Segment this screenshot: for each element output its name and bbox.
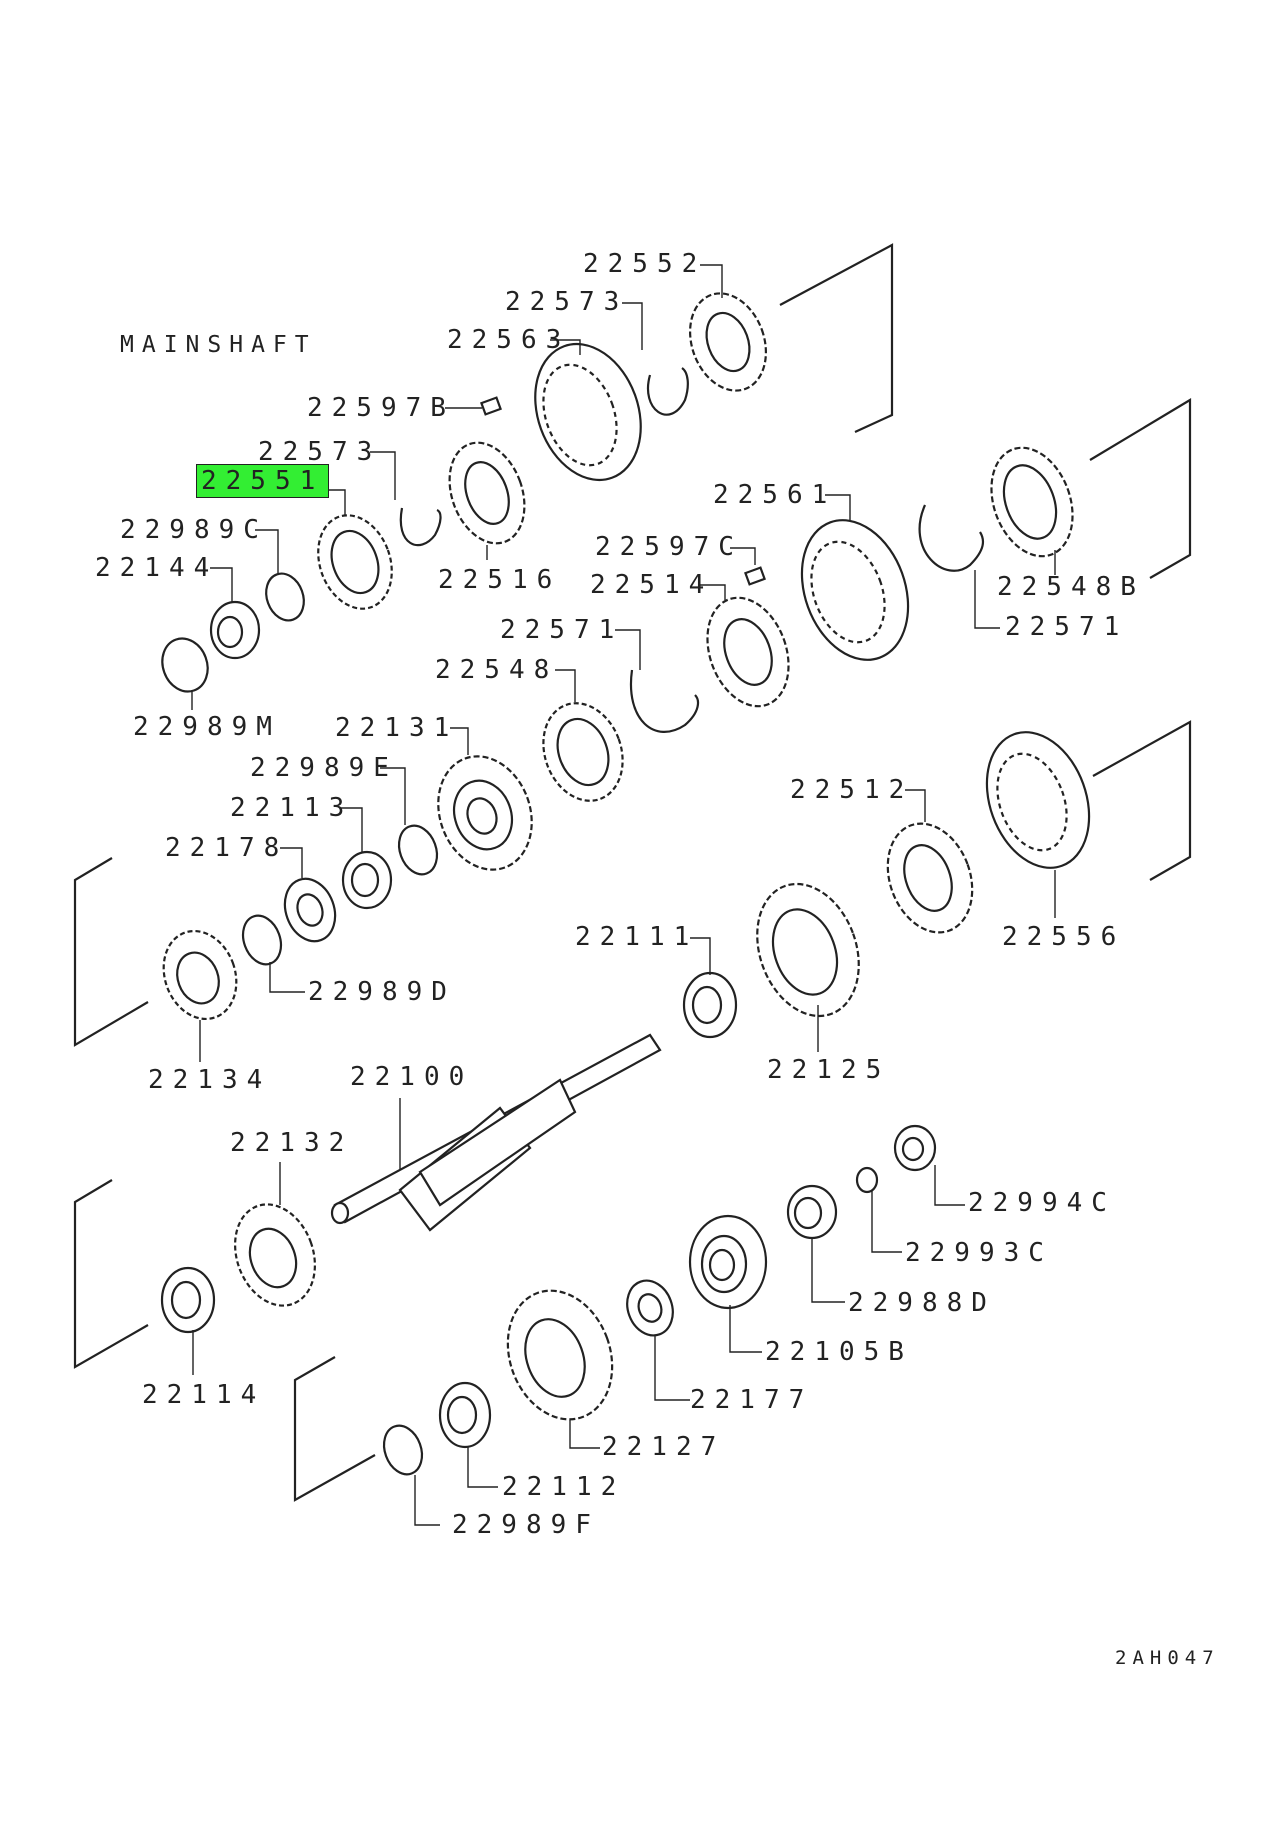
part-label-22563[interactable]: 22563 [447,325,571,355]
part-label-22177[interactable]: 22177 [690,1385,814,1415]
washer-22178[interactable] [277,872,344,949]
gear-22552[interactable] [677,283,779,402]
snap-ring-22573-upper[interactable] [647,367,689,416]
part-label-22551-highlighted[interactable]: 22551 [195,464,330,498]
part-label-22573-lower[interactable]: 22573 [258,437,382,467]
part-label-22111[interactable]: 22111 [575,922,699,952]
hub-22516[interactable] [436,432,537,554]
hub-22512[interactable] [873,812,986,945]
sync-ring-22551[interactable] [306,505,405,619]
part-label-22548b[interactable]: 22548B [997,572,1145,602]
washer-22177[interactable] [620,1274,680,1342]
group-bracket-top-right [779,243,894,433]
gear-22132[interactable] [222,1193,329,1317]
sleeve-22561[interactable] [783,505,926,675]
part-label-22105b[interactable]: 22105B [765,1337,913,1367]
part-label-22132[interactable]: 22132 [230,1128,354,1158]
group-bracket-lower-right [1092,720,1192,881]
part-label-22989f[interactable]: 22989F [452,1510,600,1540]
snap-ring-22571-right[interactable] [918,504,985,572]
sleeve-22556[interactable] [969,718,1107,882]
part-label-22573-upper[interactable]: 22573 [505,287,629,317]
part-label-22993c[interactable]: 22993C [905,1238,1053,1268]
nut-22994c[interactable] [893,1124,937,1172]
group-bracket-left-1 [73,857,149,1047]
part-label-22989d[interactable]: 22989D [308,977,456,1007]
part-label-22127[interactable]: 22127 [602,1432,726,1462]
gear-22127[interactable] [490,1276,629,1434]
part-label-22125[interactable]: 22125 [767,1055,891,1085]
bearing-22112[interactable] [438,1381,492,1449]
snap-ring-22989c[interactable] [260,568,310,625]
snap-ring-22989d[interactable] [237,910,288,969]
part-label-22989e[interactable]: 22989E [250,753,398,783]
part-label-22112[interactable]: 22112 [502,1472,626,1502]
part-label-22514[interactable]: 22514 [590,570,714,600]
group-bracket-left-2 [73,1179,149,1369]
part-label-22989m[interactable]: 22989M [133,712,281,742]
part-label-22512[interactable]: 22512 [790,775,914,805]
part-label-22988d[interactable]: 22988D [848,1288,996,1318]
leader-lines [191,264,1056,1526]
part-label-22134[interactable]: 22134 [148,1065,272,1095]
part-label-22556[interactable]: 22556 [1002,922,1126,952]
part-label-22548[interactable]: 22548 [435,655,559,685]
drawing-code: 2AH047 [1115,1647,1220,1669]
part-label-22131[interactable]: 22131 [335,713,459,743]
diagram-title: MAINSHAFT [120,332,317,358]
part-label-22113[interactable]: 22113 [230,793,354,823]
gear-22134[interactable] [152,921,249,1030]
ring-22993c[interactable] [855,1166,879,1194]
mainshaft-22100[interactable] [330,1033,662,1232]
bearing-22114[interactable] [160,1266,216,1334]
part-label-22561[interactable]: 22561 [713,480,837,510]
part-label-22597b[interactable]: 22597B [307,393,455,423]
snap-ring-22989m[interactable] [155,632,215,698]
snap-ring-22573-lower[interactable] [399,507,442,547]
gear-22548b[interactable] [977,436,1087,567]
part-label-22100[interactable]: 22100 [350,1062,474,1092]
part-label-22571-left[interactable]: 22571 [500,615,624,645]
part-label-22552[interactable]: 22552 [583,249,707,279]
key-22597c[interactable] [744,566,766,586]
hub-22514[interactable] [693,586,803,717]
part-label-22144[interactable]: 22144 [95,553,219,583]
part-label-22994c[interactable]: 22994C [968,1188,1116,1218]
bearing-22105b[interactable] [688,1214,768,1310]
part-label-22516[interactable]: 22516 [438,565,562,595]
part-label-22989c[interactable]: 22989C [120,515,268,545]
gear-22131[interactable] [423,743,547,883]
part-label-22571-right[interactable]: 22571 [1005,612,1129,642]
part-label-22114[interactable]: 22114 [142,1380,266,1410]
group-bracket-bottom [293,1356,376,1502]
sleeve-22563[interactable] [517,329,659,495]
group-bracket-mid-right [1089,398,1192,579]
part-label-22178[interactable]: 22178 [165,833,289,863]
spacer-22988d[interactable] [786,1184,838,1240]
key-22597b[interactable] [480,396,502,416]
snap-ring-22989e[interactable] [393,820,444,879]
snap-ring-22571-left[interactable] [629,669,700,733]
part-label-22597c[interactable]: 22597C [595,532,743,562]
bush-22144[interactable] [209,600,261,660]
bearing-22111[interactable] [682,971,738,1039]
bearing-22113[interactable] [341,850,393,910]
sync-ring-22548[interactable] [530,692,636,812]
snap-ring-22989f[interactable] [378,1420,429,1479]
gear-22125[interactable] [740,870,877,1031]
